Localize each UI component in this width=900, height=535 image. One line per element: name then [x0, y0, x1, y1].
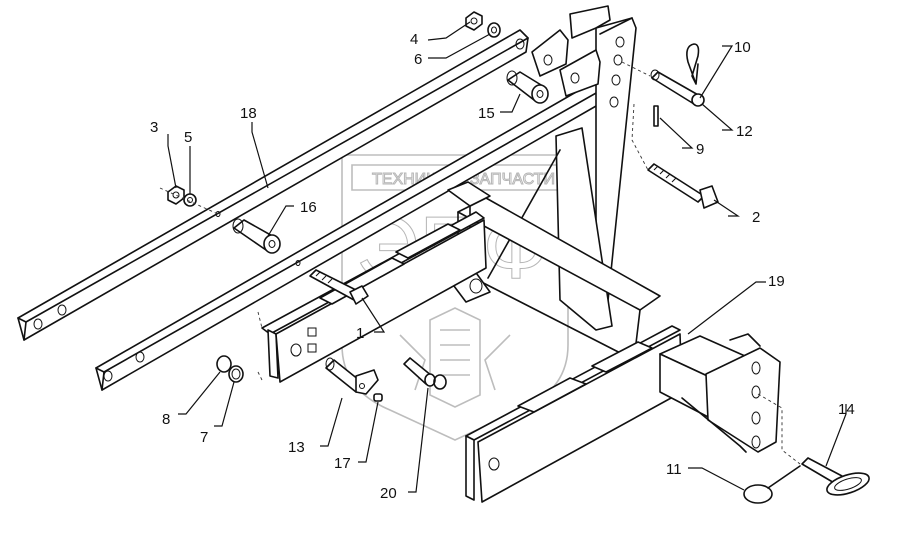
grease-fitting-17: [373, 393, 383, 402]
spring-pin-9: [653, 105, 659, 127]
callout-2: 2: [752, 209, 760, 226]
clamp-plate-right: [465, 325, 683, 503]
bolt-2: [631, 103, 719, 209]
washer-6: [487, 22, 501, 38]
hair-pin-clip-10: [686, 43, 700, 85]
callout-13: 13: [288, 439, 305, 456]
callout-8: 8: [162, 411, 170, 428]
pin-12: [621, 61, 705, 107]
callout-18: 18: [240, 105, 257, 122]
bushing-16: [232, 218, 281, 254]
bar-hole-2: [295, 260, 301, 266]
watermark-text-right: ЗАПЧАСТИ: [470, 171, 555, 188]
retaining-ring-8: [216, 355, 232, 373]
wheat-emblem-icon: [399, 307, 511, 408]
callout-19: 19: [768, 273, 785, 290]
bushing-15: [506, 70, 549, 104]
callout-14: 14: [838, 401, 855, 418]
callout-5: 5: [184, 129, 192, 146]
callout-1: 1: [356, 325, 364, 342]
lynch-pin-11: [743, 465, 801, 504]
callout-9: 9: [696, 141, 704, 158]
callout-12: 12: [736, 123, 753, 140]
link-bar-upper: [17, 29, 529, 341]
callout-15: 15: [478, 105, 495, 122]
callout-4: 4: [410, 31, 418, 48]
callout-3: 3: [150, 119, 158, 136]
bolt-1: [309, 269, 369, 305]
callout-20: 20: [380, 485, 397, 502]
callouts: 1 2 3 4 5 6 7 8 9 10 11 12 13 14 15 16 1…: [150, 31, 855, 502]
nut-3: [167, 185, 185, 205]
leader-lines: [167, 21, 847, 493]
bar-hole: [215, 211, 221, 217]
tube-bracket: [659, 333, 801, 465]
callout-11: 11: [666, 461, 682, 478]
callout-6: 6: [414, 51, 422, 68]
callout-7: 7: [200, 429, 208, 446]
callout-17: 17: [334, 455, 351, 472]
callout-16: 16: [300, 199, 317, 216]
sleeve-20: [403, 357, 447, 390]
washer-5: [183, 193, 197, 207]
callout-10: 10: [734, 39, 751, 56]
quick-release-pin-14: [801, 457, 870, 496]
washer-7: [228, 365, 244, 383]
nut-4: [465, 11, 483, 31]
assembly-line: [159, 187, 219, 215]
pin-13: [325, 357, 379, 395]
